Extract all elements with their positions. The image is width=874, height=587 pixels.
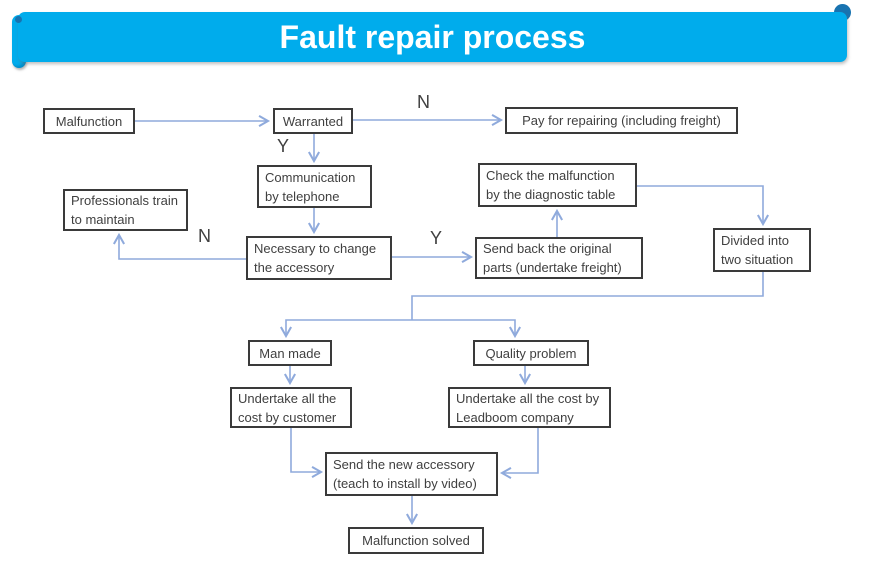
node-warranted: Warranted [273, 108, 353, 134]
node-quality-problem: Quality problem [473, 340, 589, 366]
branch-label-warranted-yes: Y [277, 136, 290, 156]
connector-check-divided [637, 185, 770, 227]
connector-split-quality [412, 319, 522, 339]
node-professionals-train: Professionals train to maintain [63, 189, 188, 231]
page-title: Fault repair process [279, 18, 586, 55]
connector-split-manmade [279, 319, 412, 339]
connector-divided-split-trunk [411, 272, 764, 320]
connector-customer-sendnew [290, 428, 324, 479]
node-divided-two-situation: Divided into two situation [713, 228, 811, 272]
connector-necessary-professionals [112, 232, 246, 260]
title-banner: Fault repair process [18, 12, 847, 62]
branch-label-necessary-yes: Y [430, 228, 443, 248]
branch-label-warranted-no: N [417, 92, 430, 112]
node-cost-by-leadboom: Undertake all the cost by Leadboom compa… [448, 387, 611, 428]
node-send-back-parts: Send back the original parts (undertake … [475, 237, 643, 279]
banner-scroll-curl-icon [15, 16, 22, 23]
node-send-new-accessory: Send the new accessory (teach to install… [325, 452, 498, 496]
node-malfunction: Malfunction [43, 108, 135, 134]
branch-label-necessary-no: N [198, 226, 211, 246]
node-man-made: Man made [248, 340, 332, 366]
node-necessary-to-change: Necessary to change the accessory [246, 236, 392, 280]
connector-leadboom-sendnew [499, 428, 539, 480]
node-cost-by-customer: Undertake all the cost by customer [230, 387, 352, 428]
node-communication-by-telephone: Communication by telephone [257, 165, 372, 208]
node-check-malfunction: Check the malfunction by the diagnostic … [478, 163, 637, 207]
node-pay-for-repairing: Pay for repairing (including freight) [505, 107, 738, 134]
node-malfunction-solved: Malfunction solved [348, 527, 484, 554]
